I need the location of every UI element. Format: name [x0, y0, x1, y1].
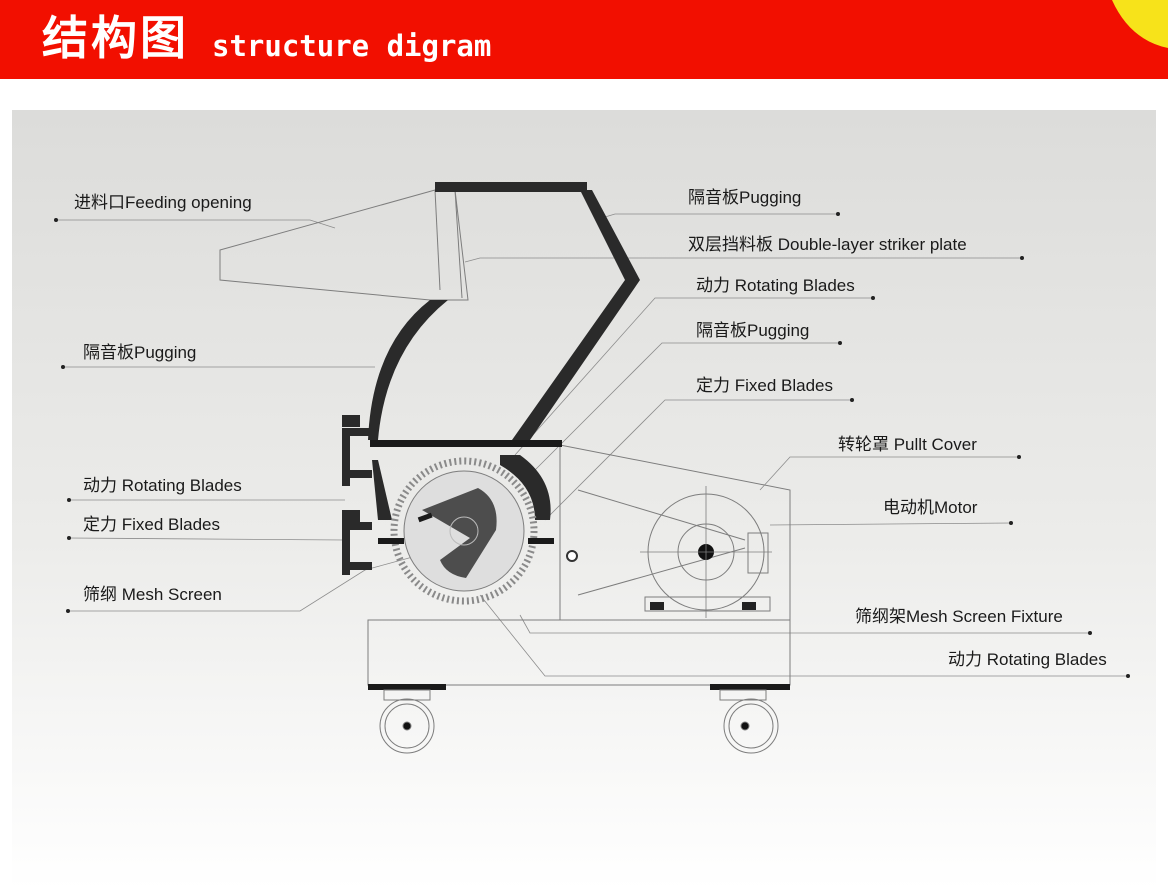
- label-feeding-opening: 进料口Feeding opening: [74, 193, 252, 212]
- left-clamps: [342, 415, 372, 575]
- motor-drawing: [640, 486, 772, 618]
- label-pugging-mid: 隔音板Pugging: [696, 321, 810, 340]
- label-rotating-blades-bottom: 动力 Rotating Blades: [948, 650, 1107, 669]
- top-plate: [370, 440, 562, 447]
- label-rotating-blades-left: 动力 Rotating Blades: [83, 476, 242, 495]
- header-banner: 结构图 structure digram: [0, 0, 1168, 79]
- label-pugging-left: 隔音板Pugging: [83, 343, 197, 362]
- pivot-icon: [566, 550, 578, 562]
- label-rotating-blades-top: 动力 Rotating Blades: [696, 276, 855, 295]
- base-rails: [368, 684, 790, 690]
- label-fixed-blades-left: 定力 Fixed Blades: [83, 515, 220, 534]
- corner-swoosh-icon: [1112, 0, 1168, 48]
- label-pugging-top: 隔音板Pugging: [688, 188, 802, 207]
- wheel-right-icon: [719, 689, 779, 754]
- rotor: [390, 457, 538, 605]
- wheel-left-icon: [379, 689, 435, 754]
- pugging-panels: [368, 182, 640, 520]
- leader-lines: [56, 213, 1128, 677]
- hopper: [219, 189, 469, 301]
- label-fixed-blades-right: 定力 Fixed Blades: [696, 376, 833, 395]
- label-pullt-cover: 转轮罩 Pullt Cover: [838, 435, 977, 454]
- label-mesh-screen-fixture: 筛纲架Mesh Screen Fixture: [855, 607, 1063, 626]
- label-motor: 电动机Motor: [883, 498, 978, 517]
- title-chinese: 结构图: [42, 11, 189, 65]
- label-double-layer-striker-plate: 双层挡料板 Double-layer striker plate: [688, 235, 967, 254]
- title-english: structure digram: [212, 29, 492, 63]
- leader-dots: [54, 212, 1130, 678]
- fixed-blade-bars: [378, 512, 554, 544]
- label-mesh-screen: 筛纲 Mesh Screen: [83, 585, 222, 604]
